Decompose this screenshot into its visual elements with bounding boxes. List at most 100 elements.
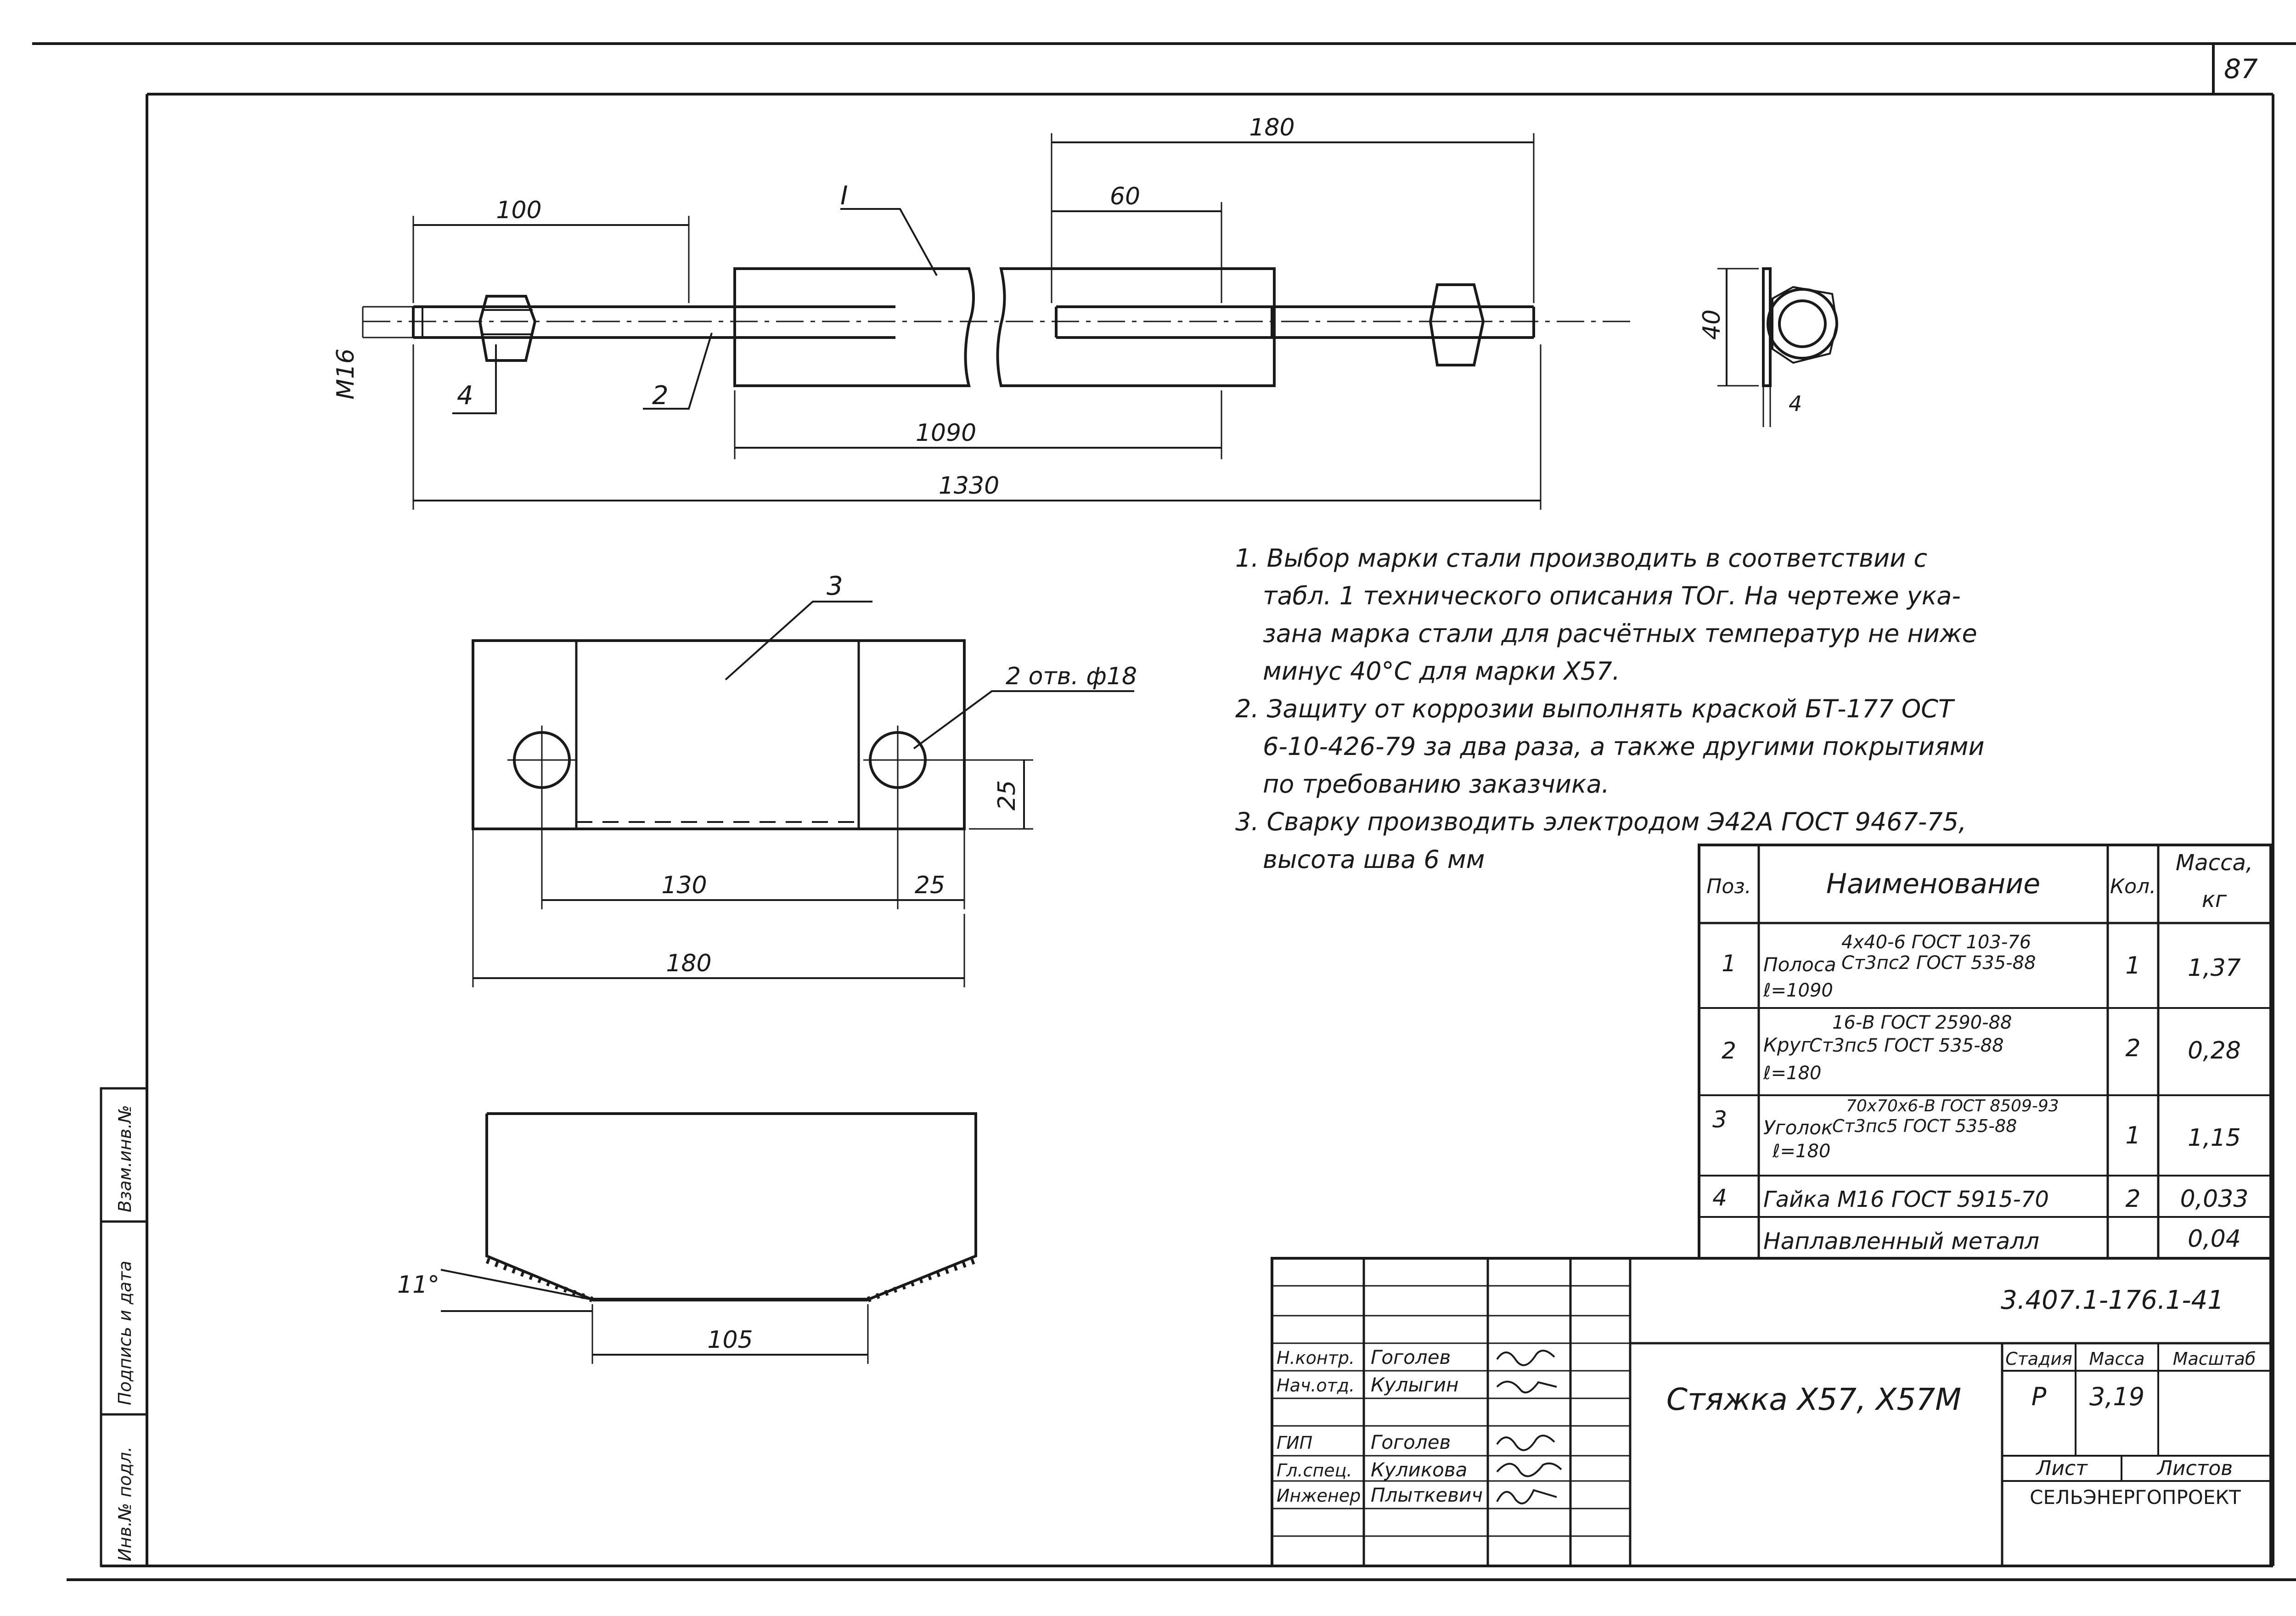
spec-row-pos: 2	[1722, 1037, 1736, 1064]
spec-row-qty: 1	[2125, 952, 2140, 980]
spec-row-pos: 1	[1722, 950, 1736, 977]
side-stamp-box	[100, 1087, 148, 1567]
spec-header-name: Наименование	[1826, 868, 2040, 900]
right-nut	[1429, 283, 1485, 366]
dim-60: 60	[1110, 183, 1140, 210]
dim-angle: 11°	[397, 1271, 439, 1299]
spec-row-name-line2: 16-В ГОСТ 2590-88	[1832, 1012, 2012, 1033]
signature-mark	[1496, 1435, 1555, 1451]
angle-body-right	[996, 267, 1276, 387]
role-label: ГИП	[1277, 1433, 1312, 1453]
spec-row-mass: 0,04	[2188, 1225, 2241, 1253]
spec-row-name-line3: Ст3пс2 ГОСТ 535-88	[1841, 952, 2036, 974]
spec-header-pos: Поз.	[1706, 875, 1751, 898]
dim-130: 130	[661, 872, 707, 899]
drawing-title: Стяжка Х57, Х57М	[1666, 1382, 1961, 1417]
end-view	[1717, 267, 1838, 427]
organization: СЕЛЬЭНЕРГОПРОЕКТ	[2030, 1486, 2241, 1509]
dim-1090: 1090	[916, 419, 976, 447]
leader-I	[840, 208, 938, 276]
dim-180-plate: 180	[666, 950, 711, 977]
spec-row-name: Наплавленный металл	[1763, 1228, 2039, 1255]
leader-2	[643, 332, 713, 410]
spec-row-name: Круг	[1763, 1034, 1811, 1056]
person-name: Кулыгин	[1371, 1374, 1459, 1396]
sheet-label: Лист	[2035, 1457, 2088, 1480]
note-line: 1. Выбор марки стали производить в соотв…	[1235, 544, 1928, 573]
sheets-label: Листов	[2156, 1457, 2233, 1480]
dim-m16: M16	[332, 349, 360, 400]
leader-4	[452, 344, 497, 414]
spec-header-qty: Кол.	[2110, 875, 2156, 898]
person-name: Гоголев	[1371, 1431, 1451, 1453]
signature-mark	[1496, 1350, 1555, 1366]
spec-header-mass: Масса,	[2176, 850, 2253, 876]
spec-row-name-line3: Ст3пс5 ГОСТ 535-88	[1832, 1116, 2017, 1136]
dim-105: 105	[707, 1326, 753, 1354]
rod-assembly-view	[362, 133, 1635, 510]
spec-row-mass: 0,28	[2188, 1037, 2241, 1064]
spec-row-name: Уголок	[1763, 1116, 1833, 1139]
scale-label: Масштаб	[2173, 1349, 2256, 1369]
dim-180-top: 180	[1249, 114, 1294, 141]
angle-body-left	[733, 267, 975, 387]
role-label: Н.контр.	[1277, 1348, 1355, 1368]
spec-row-pos: 4	[1712, 1184, 1727, 1211]
spec-row-name-line3: Ст3пс5 ГОСТ 535-88	[1809, 1035, 2004, 1056]
spec-row-qty: 2	[2125, 1185, 2140, 1213]
spec-row-pos: 3	[1712, 1106, 1727, 1133]
spec-row-name-line4: ℓ=1090	[1763, 980, 1833, 1001]
leader-3	[725, 601, 872, 681]
callout-4: 4	[457, 381, 473, 411]
dim-4: 4	[1789, 391, 1802, 416]
spec-row-mass: 1,15	[2188, 1124, 2241, 1152]
spec-row-mass: 0,033	[2180, 1185, 2249, 1213]
spec-row-name-line2: 70x70x6-В ГОСТ 8509-93	[1846, 1097, 2059, 1115]
person-name: Гоголев	[1371, 1346, 1451, 1368]
technical-notes: 1. Выбор марки стали производить в соотв…	[1235, 540, 2108, 878]
note-line: 6-10-426-79 за два раза, а также другими…	[1263, 732, 1985, 761]
person-name: Плыткевич	[1371, 1484, 1483, 1506]
dim-100: 100	[496, 197, 541, 224]
mass-label: Масса	[2089, 1349, 2144, 1369]
dim-25-vertical: 25	[993, 780, 1021, 811]
dim-40: 40	[1698, 310, 1726, 340]
spec-row-qty: 1	[2125, 1122, 2140, 1149]
note-line: по требованию заказчика.	[1263, 770, 1609, 799]
spec-table	[1698, 844, 2272, 1260]
note-line: 3. Сварку производить электродом Э42А ГО…	[1235, 807, 1967, 836]
end-view-nut-inner	[1778, 299, 1827, 348]
note-line: высота шва 6 мм	[1263, 845, 1485, 874]
spec-row-mass: 1,37	[2188, 954, 2241, 982]
document-code: 3.407.1-176.1-41	[2001, 1285, 2224, 1315]
dim-1330: 1330	[939, 472, 999, 500]
side-stamp-label: Подпись и дата	[115, 1261, 135, 1405]
spec-row-name-line2: 4x40-6 ГОСТ 103-76	[1841, 932, 2031, 953]
stage-value: Р	[2032, 1382, 2047, 1411]
role-label: Инженер	[1277, 1486, 1361, 1506]
page-number: 87	[2224, 53, 2258, 84]
signature-mark	[1496, 1380, 1557, 1394]
dim-25-horizontal: 25	[915, 872, 945, 899]
side-stamp-label: Инв.№ подл.	[115, 1447, 135, 1561]
person-name: Куликова	[1371, 1458, 1467, 1481]
callout-I: I	[840, 181, 848, 211]
note-line: зана марка стали для расчётных температу…	[1263, 619, 1977, 648]
spec-row-name-line4: ℓ=180	[1772, 1141, 1830, 1162]
signature-mark	[1496, 1462, 1562, 1477]
spec-row-qty: 2	[2125, 1035, 2140, 1062]
title-block	[1271, 1257, 2272, 1567]
mass-value: 3,19	[2089, 1382, 2144, 1411]
leader-holes	[913, 690, 1134, 749]
note-line: 2. Защиту от коррозии выполнять краской …	[1235, 694, 1953, 723]
spec-row-name: Гайка М16 ГОСТ 5915-70	[1763, 1187, 2049, 1212]
note-line: минус 40°С для марки Х57.	[1263, 657, 1620, 686]
section-view	[440, 1112, 977, 1364]
spec-row-name-line4: ℓ=180	[1763, 1063, 1821, 1084]
section-outline	[485, 1112, 977, 1301]
callout-3: 3	[827, 571, 843, 601]
stage-label: Стадия	[2005, 1349, 2072, 1369]
signatures	[1496, 1350, 1562, 1504]
plate-view	[472, 601, 1134, 987]
